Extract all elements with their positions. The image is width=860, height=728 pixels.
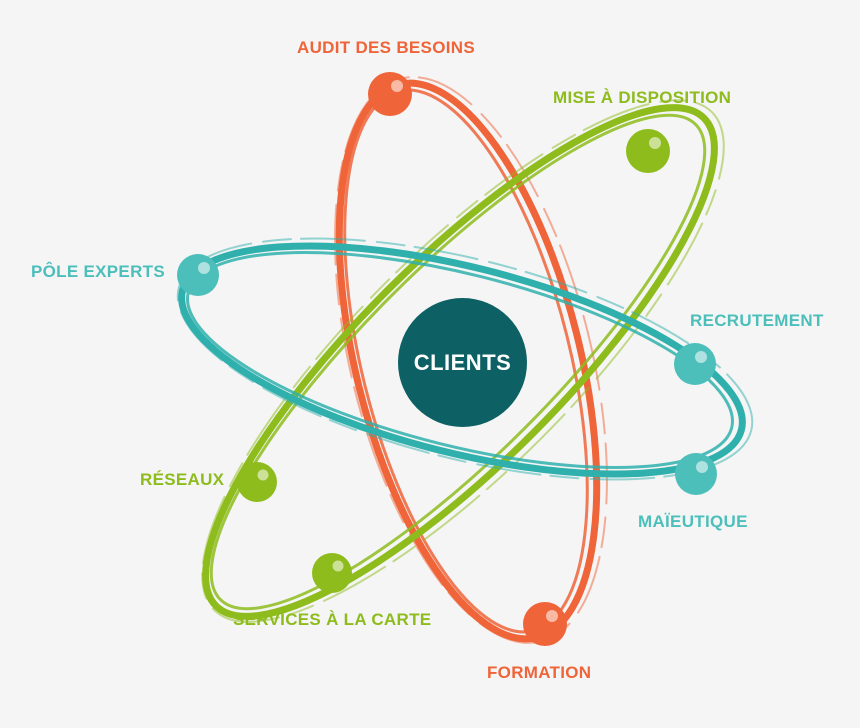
node-recrutement [674,343,716,385]
center-label: CLIENTS [413,349,512,375]
label-formation: FORMATION [487,663,592,682]
center-clients: CLIENTS [398,298,527,427]
node-mise-a-disposition [626,129,670,173]
label-audit-des-besoins: AUDIT DES BESOINS [297,38,475,57]
label-mise-a-disposition: MISE À DISPOSITION [553,88,732,107]
node-audit-des-besoins [368,72,412,116]
node-services-a-la-carte [312,553,352,593]
label-reseaux: RÉSEAUX [140,470,225,489]
node-formation [523,602,567,646]
label-pole-experts: PÔLE EXPERTS [31,262,165,281]
orbit-green [201,99,725,623]
label-maieutique: MAÏEUTIQUE [638,512,748,531]
node-pole-experts [177,254,219,296]
node-reseaux [237,462,277,502]
label-services-a-la-carte: SERVICES À LA CARTE [233,610,432,629]
node-maieutique [675,453,717,495]
label-recrutement: RECRUTEMENT [690,311,824,330]
